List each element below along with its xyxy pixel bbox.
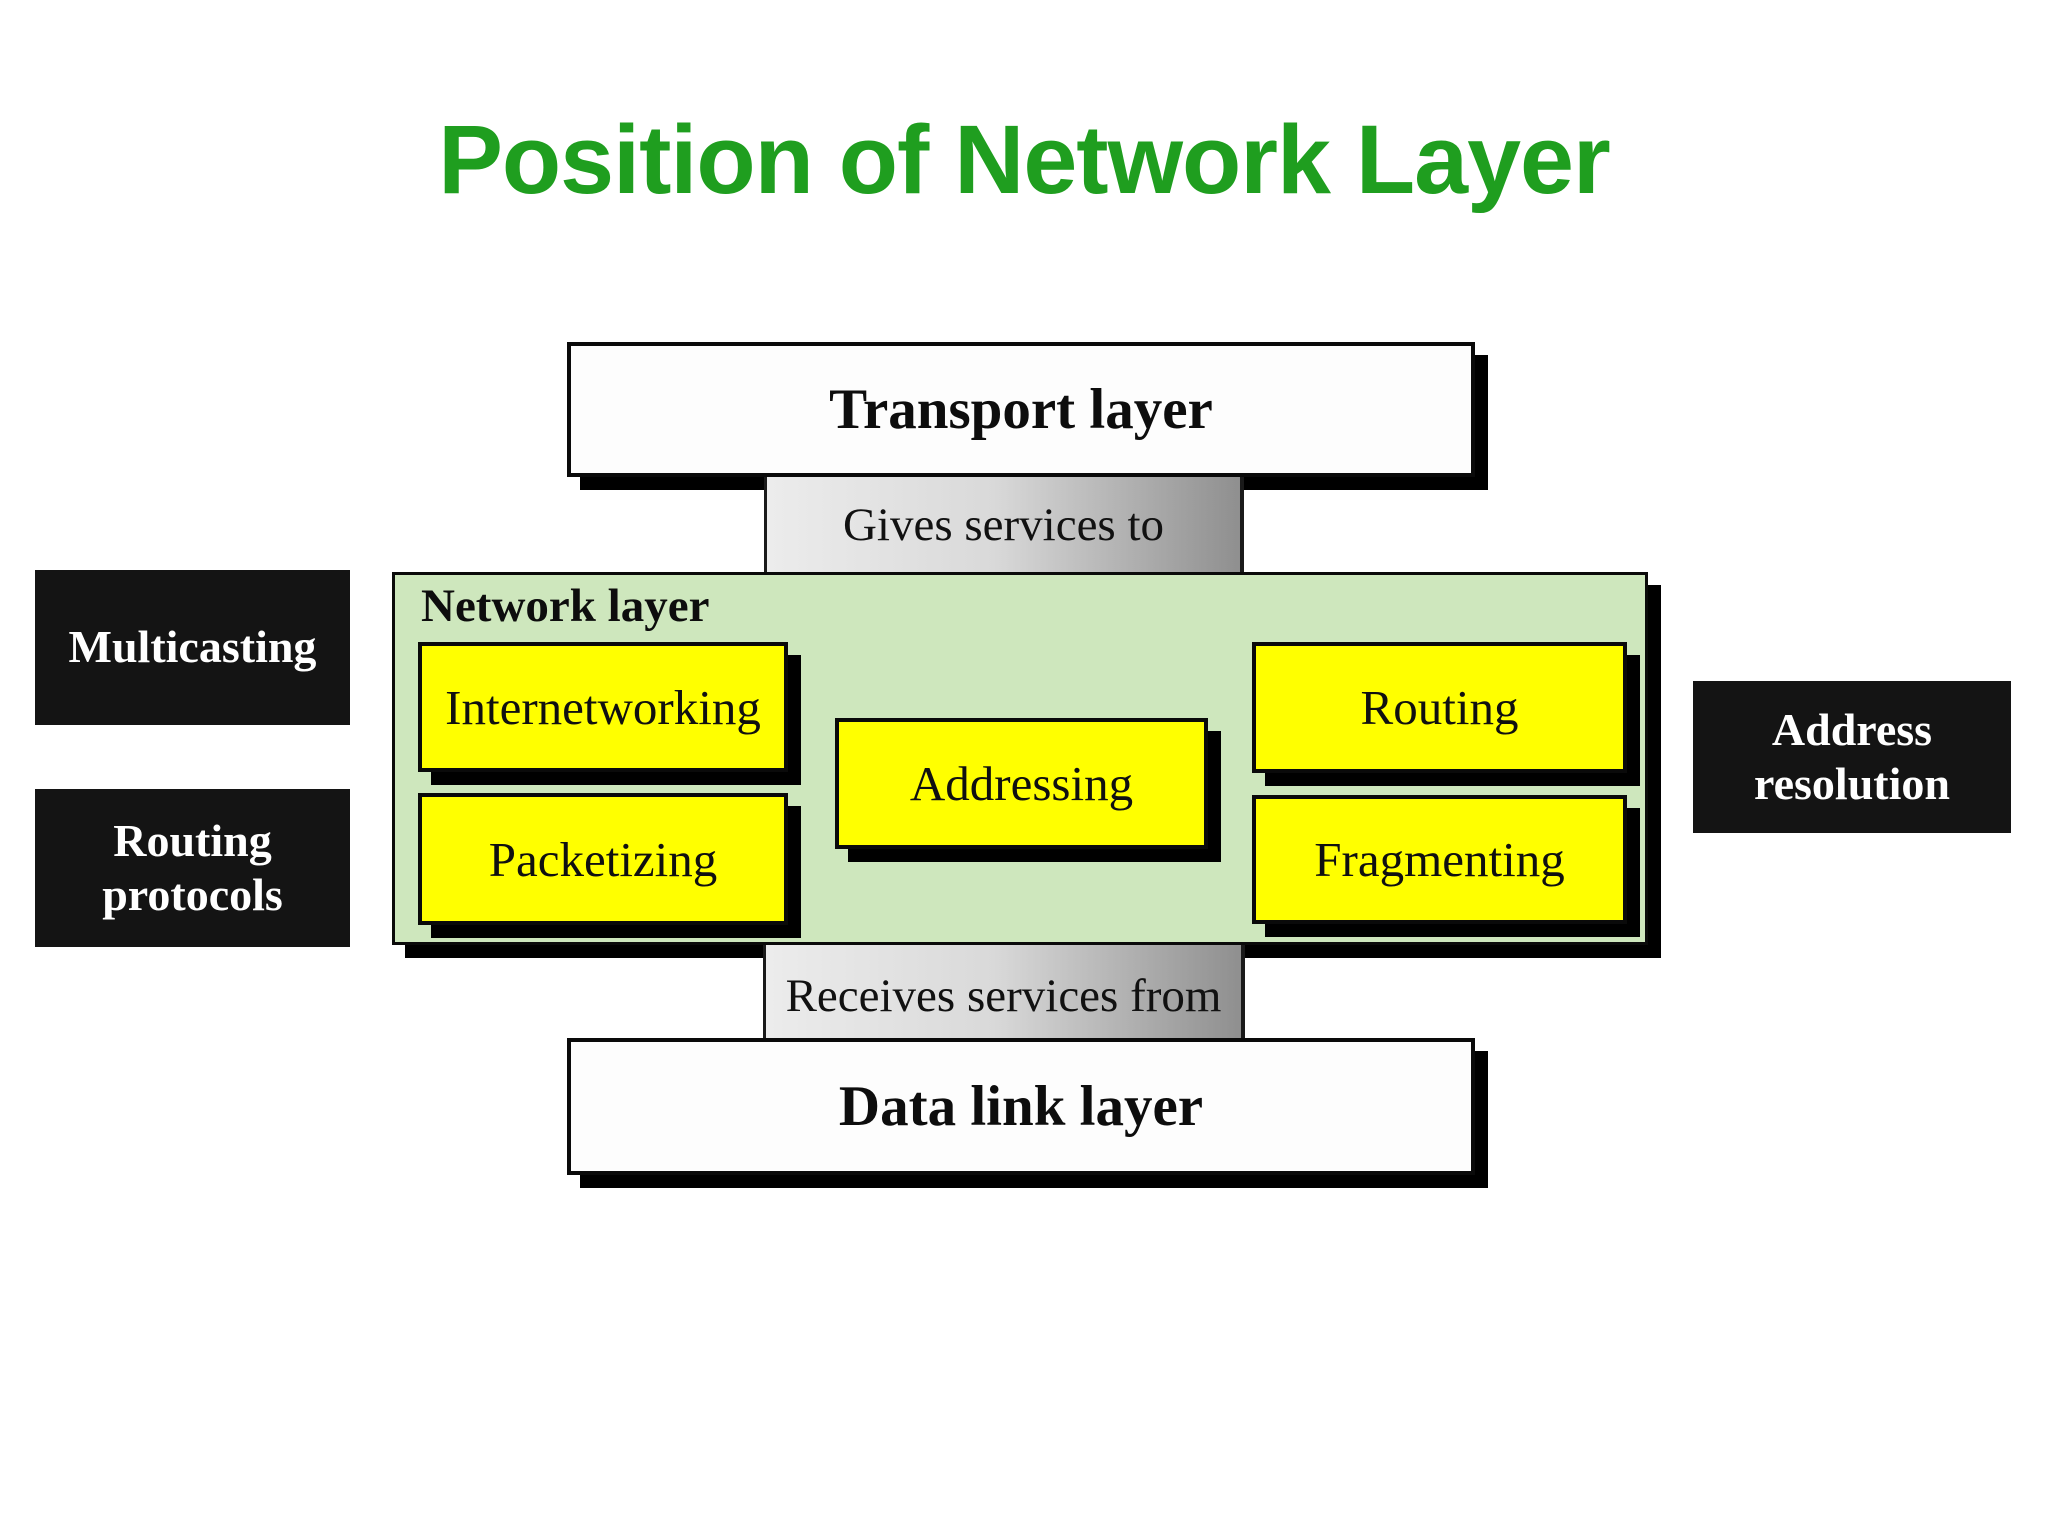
function-box-fragmenting: Fragmenting (1252, 795, 1627, 924)
function-box-addressing: Addressing (835, 718, 1208, 849)
data-link-layer-label: Data link layer (838, 1075, 1204, 1138)
address-resolution-label: Address resolution (1754, 703, 1950, 809)
transport-layer-box: Transport layer (567, 342, 1475, 477)
gives-services-connector: Gives services to (764, 477, 1244, 573)
packetizing-label: Packetizing (488, 831, 718, 887)
receives-services-connector: Receives services from (763, 945, 1245, 1046)
internetworking-label: Internetworking (445, 679, 761, 735)
data-link-layer-box: Data link layer (567, 1038, 1475, 1175)
function-box-routing: Routing (1252, 642, 1627, 773)
transport-layer-label: Transport layer (829, 378, 1213, 441)
addressing-label: Addressing (909, 756, 1134, 811)
receives-services-label: Receives services from (785, 969, 1222, 1022)
side-label-address-resolution: Address resolution (1693, 681, 2011, 833)
routing-protocols-label: Routing protocols (102, 814, 283, 920)
side-label-routing-protocols: Routing protocols (35, 789, 350, 947)
fragmenting-label: Fragmenting (1314, 832, 1565, 887)
gives-services-label: Gives services to (842, 499, 1165, 551)
network-layer-label: Network layer (421, 580, 710, 632)
multicasting-label: Multicasting (68, 621, 317, 673)
function-box-internetworking: Internetworking (418, 642, 788, 772)
page-title: Position of Network Layer (438, 105, 1611, 214)
function-box-packetizing: Packetizing (418, 793, 788, 925)
routing-label: Routing (1360, 680, 1519, 735)
side-label-multicasting: Multicasting (35, 570, 350, 725)
